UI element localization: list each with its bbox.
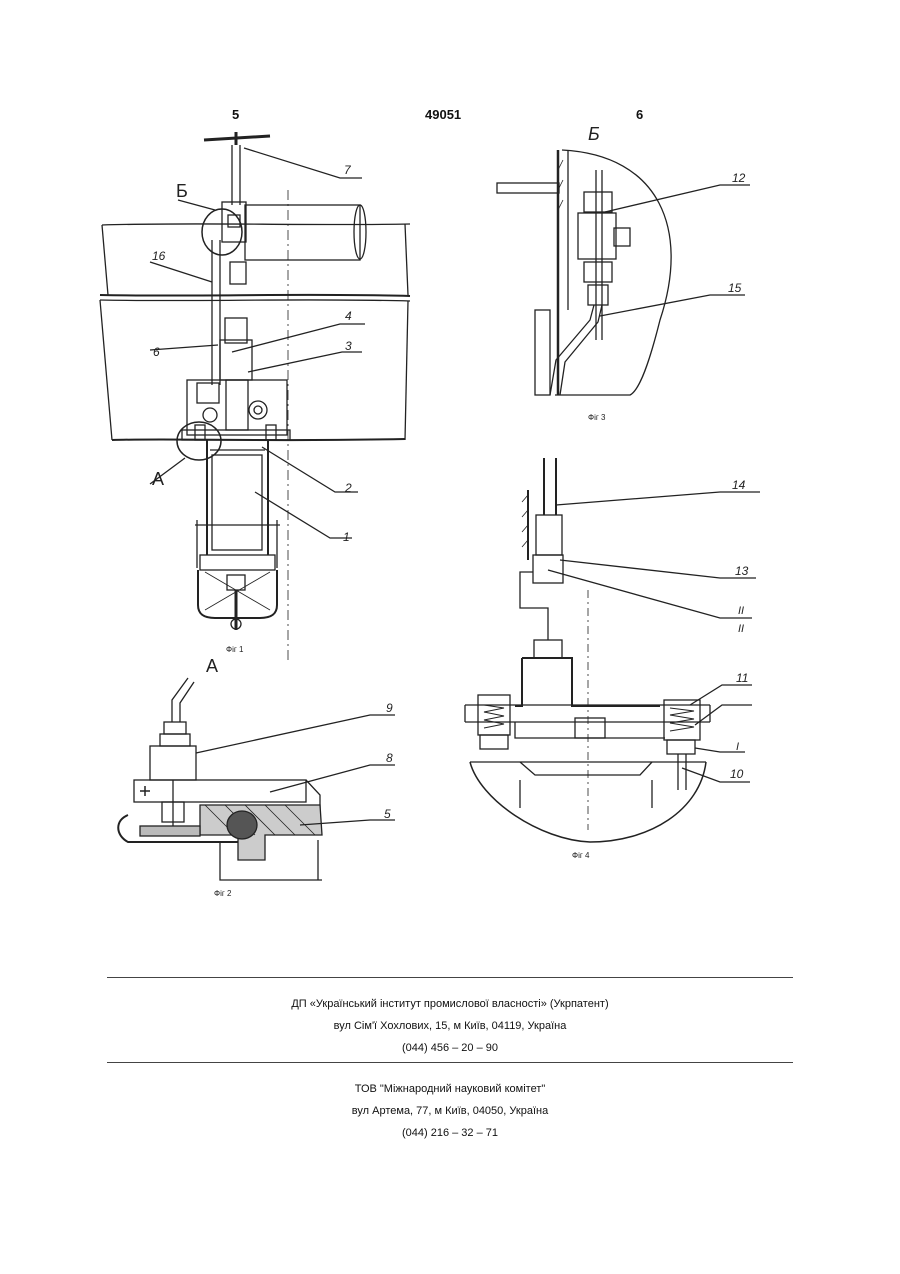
figure-4: 14 13 II II 11 I 10 Фіг 4 <box>465 458 760 860</box>
label-3: 3 <box>345 339 352 353</box>
fig4-caption: Фіг 4 <box>572 851 590 860</box>
fig1-caption: Фіг 1 <box>226 645 244 654</box>
label-II-lower: II <box>738 623 744 635</box>
figure-1: 7 Б 16 4 6 3 А 2 1 Фіг 1 <box>100 132 410 660</box>
fig3-view-label: Б <box>588 124 600 144</box>
label-b-detail: Б <box>176 181 188 201</box>
label-5: 5 <box>384 807 391 821</box>
fig2-view-label: А <box>206 656 218 676</box>
org1-address: вул Сім'ї Хохлових, 15, м Київ, 04119, У… <box>0 1020 900 1032</box>
org2-address: вул Артема, 77, м Київ, 04050, Україна <box>0 1105 900 1117</box>
org2-name: ТОВ "Міжнародний науковий комітет" <box>0 1083 900 1095</box>
label-6: 6 <box>153 345 160 359</box>
footer-rule-middle <box>107 1062 793 1063</box>
fig2-caption: Фіг 2 <box>214 889 232 898</box>
label-14: 14 <box>732 478 746 492</box>
label-I: I <box>736 741 739 753</box>
label-4: 4 <box>345 309 352 323</box>
figure-2: А 9 8 5 Фіг 2 <box>118 656 395 898</box>
label-2: 2 <box>344 481 352 495</box>
fig3-caption: Фіг 3 <box>588 413 606 422</box>
label-16: 16 <box>152 249 166 263</box>
technical-drawings: 7 Б 16 4 6 3 А 2 1 Фіг 1 А <box>0 0 900 920</box>
footer-rule-top <box>107 977 793 978</box>
label-13: 13 <box>735 564 749 578</box>
org2-phone: (044) 216 – 32 – 71 <box>0 1127 900 1139</box>
label-7: 7 <box>344 163 352 177</box>
label-15: 15 <box>728 281 742 295</box>
label-1: 1 <box>343 530 350 544</box>
label-a-detail: А <box>152 469 164 489</box>
figure-3: Б 12 15 Фіг 3 <box>497 124 750 422</box>
org1-name: ДП «Український інститут промислової вла… <box>0 998 900 1010</box>
label-8: 8 <box>386 751 393 765</box>
label-II-upper: II <box>738 605 744 617</box>
label-12: 12 <box>732 171 746 185</box>
label-9: 9 <box>386 701 393 715</box>
label-10: 10 <box>730 767 744 781</box>
org1-phone: (044) 456 – 20 – 90 <box>0 1042 900 1054</box>
label-11: 11 <box>736 671 748 685</box>
